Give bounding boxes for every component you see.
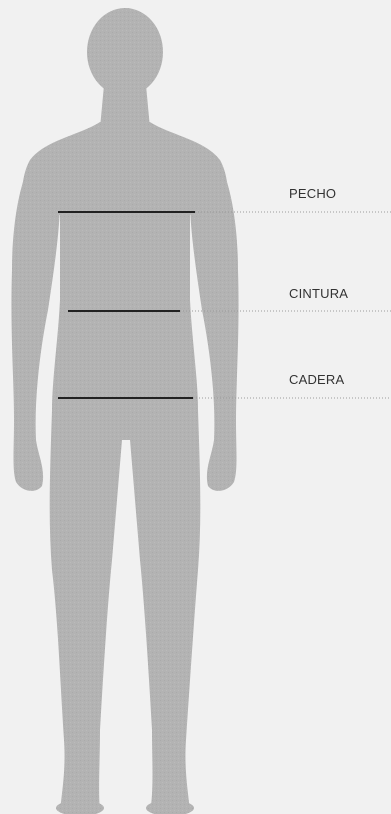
human-silhouette	[11, 8, 238, 814]
chest-label: PECHO	[289, 187, 336, 201]
waist-label: CINTURA	[289, 287, 348, 301]
hip-label: CADERA	[289, 373, 344, 387]
